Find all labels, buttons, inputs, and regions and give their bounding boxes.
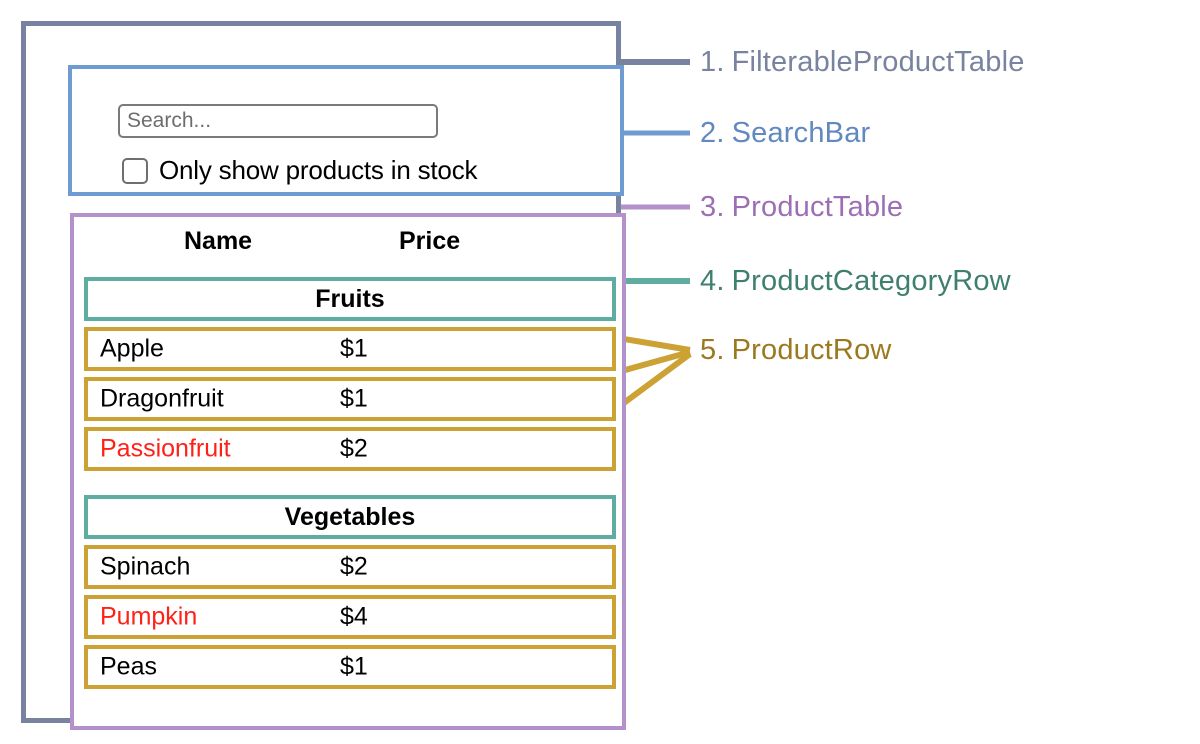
- product-price: $1: [340, 334, 368, 363]
- product-table: Name Price Fruits Apple $1 Dragonfruit $…: [70, 213, 626, 730]
- product-category-row: Vegetables: [84, 495, 616, 539]
- product-row: Peas $1: [84, 645, 616, 689]
- product-category-label: Fruits: [315, 284, 385, 313]
- product-name: Pumpkin: [100, 602, 198, 631]
- product-name: Peas: [100, 652, 157, 681]
- product-row: Pumpkin $4: [84, 595, 616, 639]
- search-bar: Only show products in stock: [68, 65, 624, 196]
- annotation-number: 3.: [700, 191, 725, 223]
- annotation-label: ProductCategoryRow: [731, 265, 1011, 297]
- product-price: $1: [340, 652, 368, 681]
- product-category-row: Fruits: [84, 277, 616, 321]
- annotation-product-table: 3.ProductTable: [700, 191, 903, 224]
- column-header-name: Name: [184, 227, 253, 255]
- product-price: $4: [340, 602, 368, 631]
- product-category-label: Vegetables: [284, 502, 416, 531]
- annotation-product-row: 5.ProductRow: [700, 334, 892, 367]
- annotation-label: SearchBar: [731, 117, 871, 149]
- annotation-label: FilterableProductTable: [731, 46, 1025, 78]
- filterable-product-table: Only show products in stock Name Price F…: [21, 21, 626, 730]
- in-stock-filter[interactable]: Only show products in stock: [122, 155, 477, 186]
- product-name: Spinach: [100, 552, 191, 581]
- product-rows-area: Fruits Apple $1 Dragonfruit $1 Passionfr…: [84, 277, 616, 695]
- annotation-number: 1.: [700, 46, 725, 78]
- annotation-filterable-product-table: 1.FilterableProductTable: [700, 46, 1025, 79]
- product-row: Spinach $2: [84, 545, 616, 589]
- product-name: Passionfruit: [100, 434, 231, 463]
- annotation-number: 4.: [700, 265, 725, 297]
- in-stock-filter-label: Only show products in stock: [159, 155, 478, 185]
- product-name: Apple: [100, 334, 164, 363]
- annotation-product-category-row: 4.ProductCategoryRow: [700, 265, 1011, 298]
- search-input[interactable]: [118, 104, 438, 138]
- product-price: $2: [340, 434, 368, 463]
- table-header-row: Name Price: [74, 227, 622, 267]
- product-row: Dragonfruit $1: [84, 377, 616, 421]
- product-row: Apple $1: [84, 327, 616, 371]
- annotation-search-bar: 2.SearchBar: [700, 117, 870, 150]
- product-row: Passionfruit $2: [84, 427, 616, 471]
- product-price: $1: [340, 384, 368, 413]
- group-spacer: [84, 477, 616, 495]
- product-name: Dragonfruit: [100, 384, 224, 413]
- annotation-label: ProductRow: [731, 334, 892, 366]
- checkbox-icon[interactable]: [122, 157, 148, 184]
- annotation-number: 2.: [700, 117, 725, 149]
- annotation-label: ProductTable: [731, 191, 904, 223]
- annotation-number: 5.: [700, 334, 725, 366]
- column-header-price: Price: [399, 227, 461, 255]
- product-price: $2: [340, 552, 368, 581]
